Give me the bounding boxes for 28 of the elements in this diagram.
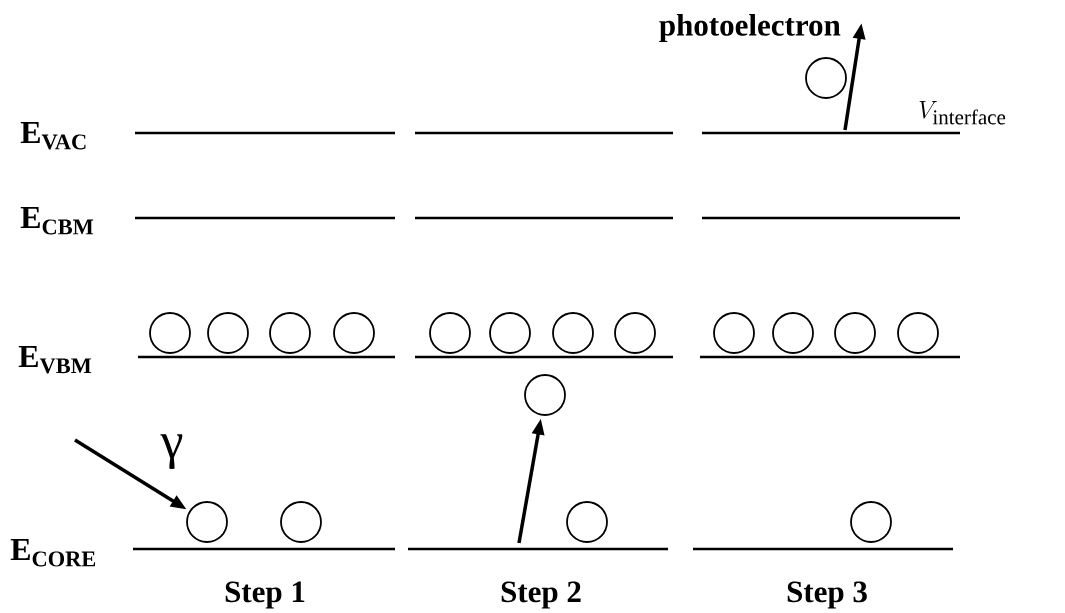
electron	[713, 312, 755, 354]
electron	[207, 312, 249, 354]
electron	[834, 312, 876, 354]
energy-level-label: E$_{CORE}$	[10, 539, 96, 567]
energy-level-label: E$_{VAC}$	[20, 122, 86, 150]
electron	[552, 312, 594, 354]
electron	[566, 501, 608, 543]
electron	[333, 312, 375, 354]
electron	[186, 501, 228, 543]
electron	[524, 374, 566, 416]
energy-level-label: E$_{VBM}$	[18, 346, 92, 374]
electron	[429, 312, 471, 354]
electron	[805, 57, 847, 99]
electron	[269, 312, 311, 354]
energy-level-label: E$_{CBM}$	[20, 207, 94, 235]
step-label: Step 3	[787, 581, 867, 609]
photoelectron-label: photoelectron	[659, 13, 841, 43]
electron	[897, 312, 939, 354]
electron	[850, 501, 892, 543]
photon-symbol: γ	[160, 434, 183, 470]
electron	[489, 312, 531, 354]
electron	[614, 312, 656, 354]
level-label: $V_{\mathrm{interface}}$	[919, 101, 1006, 125]
step-label: Step 2	[501, 581, 581, 609]
step-label: Step 1	[225, 581, 305, 609]
electron	[280, 501, 322, 543]
electron	[149, 312, 191, 354]
electron	[772, 312, 814, 354]
